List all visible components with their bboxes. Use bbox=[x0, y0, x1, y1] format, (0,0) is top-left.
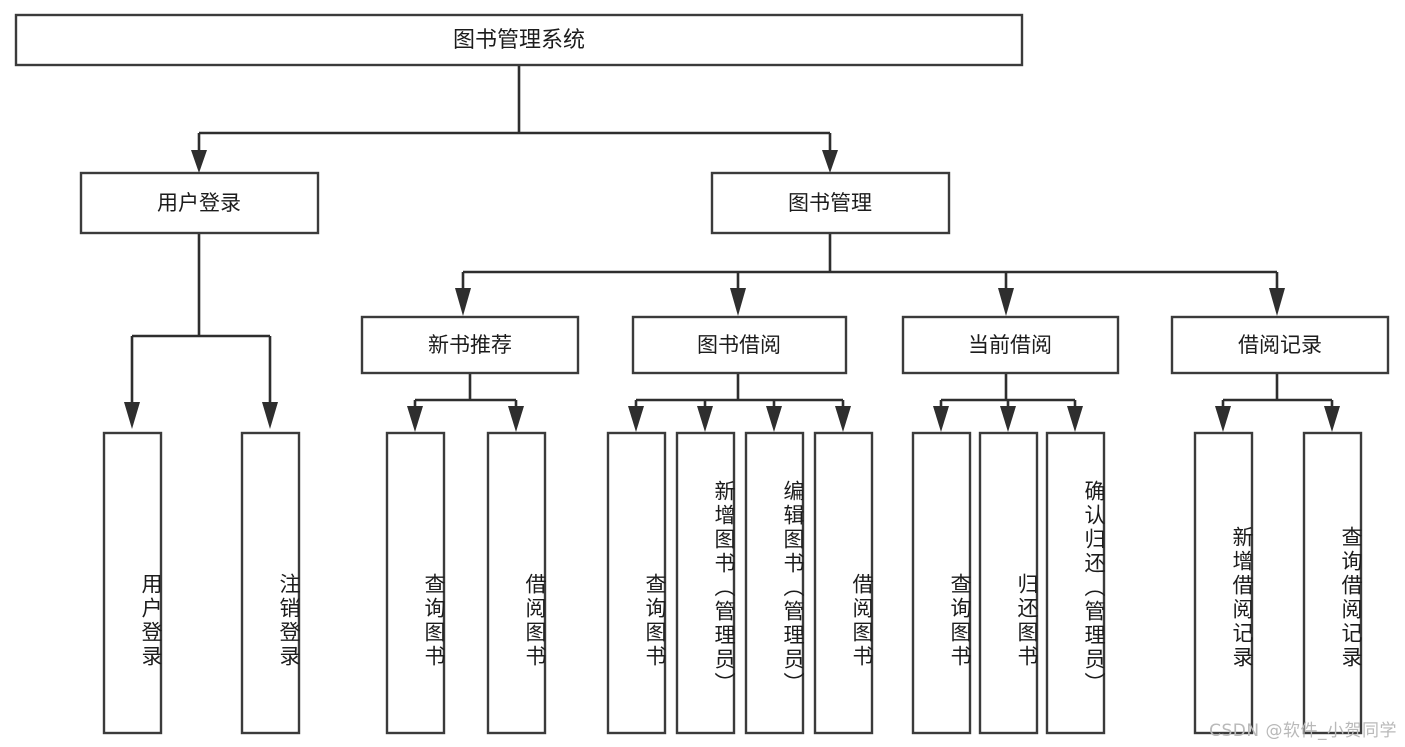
arrow-head-leaf-query-record bbox=[1324, 406, 1340, 432]
node-current-borrow-label: 当前借阅 bbox=[968, 333, 1052, 357]
arrow-head-leaf-query-book-1 bbox=[407, 406, 423, 432]
node-current-borrow-box[interactable] bbox=[901, 315, 1120, 375]
arrow-head-leaf-edit-book bbox=[766, 406, 782, 432]
horizontal-label-layer: 图书管理系统 用户登录 图书管理 新书推荐 图书借阅 当前借阅 借阅记录 bbox=[157, 28, 1322, 357]
arrow-head-leaf-add-book bbox=[697, 406, 713, 432]
csdn-watermark: CSDN @软件_小贺同学 bbox=[1209, 721, 1397, 741]
node-leaf-query-record-box[interactable] bbox=[1302, 431, 1363, 735]
node-root-box[interactable] bbox=[14, 13, 1024, 67]
arrow-head-leaf-query-book-3 bbox=[933, 406, 949, 432]
arrow-head-leaf-query-book-2 bbox=[628, 406, 644, 432]
arrow-head-leaf-borrow-book-1 bbox=[508, 406, 524, 432]
arrow-head-leaf-borrow-book-2 bbox=[835, 406, 851, 432]
arrow-head-borrow-record bbox=[1269, 288, 1285, 316]
node-leaf-borrow-book-2-box[interactable] bbox=[813, 431, 874, 735]
arrow-head-book-manage bbox=[822, 150, 838, 173]
node-book-borrow-box[interactable] bbox=[631, 315, 848, 375]
arrow-head-user-login bbox=[191, 150, 207, 173]
node-user-login-label: 用户登录 bbox=[157, 191, 241, 215]
node-new-book-recommend-label: 新书推荐 bbox=[428, 333, 512, 357]
node-root-label: 图书管理系统 bbox=[453, 28, 585, 53]
node-user-login-box[interactable] bbox=[79, 171, 320, 235]
node-borrow-record-label: 借阅记录 bbox=[1238, 333, 1322, 357]
node-leaf-borrow-book-1-box[interactable] bbox=[486, 431, 547, 735]
node-leaf-logout-login-box[interactable] bbox=[240, 431, 301, 735]
arrow-head-current-borrow bbox=[998, 288, 1014, 316]
node-leaf-query-book-3-box[interactable] bbox=[911, 431, 972, 735]
node-book-borrow-label: 图书借阅 bbox=[697, 333, 781, 357]
node-leaf-query-book-2-box[interactable] bbox=[606, 431, 667, 735]
node-book-manage-box[interactable] bbox=[710, 171, 951, 235]
arrow-head-leaf-confirm-return bbox=[1067, 406, 1083, 432]
node-box-layer bbox=[14, 13, 1390, 735]
arrow-head-book-borrow bbox=[730, 288, 746, 316]
arrow-head-leaf-add-record bbox=[1215, 406, 1231, 432]
node-leaf-add-record-box[interactable] bbox=[1193, 431, 1254, 735]
node-leaf-confirm-return-box[interactable] bbox=[1045, 431, 1106, 735]
node-book-manage-label: 图书管理 bbox=[788, 191, 872, 215]
node-leaf-add-book-box[interactable] bbox=[675, 431, 736, 735]
arrow-head-leaf-logout-login bbox=[262, 402, 278, 429]
node-borrow-record-box[interactable] bbox=[1170, 315, 1390, 375]
arrow-head-new-book-recommend bbox=[455, 288, 471, 316]
node-leaf-return-book-box[interactable] bbox=[978, 431, 1039, 735]
connector-layer bbox=[124, 65, 1340, 432]
node-new-book-recommend-box[interactable] bbox=[360, 315, 580, 375]
node-leaf-edit-book-box[interactable] bbox=[744, 431, 805, 735]
arrow-head-leaf-return-book bbox=[1000, 406, 1016, 432]
node-leaf-query-book-1-box[interactable] bbox=[385, 431, 446, 735]
node-leaf-user-login-box[interactable] bbox=[102, 431, 163, 735]
arrow-head-leaf-user-login bbox=[124, 402, 140, 429]
